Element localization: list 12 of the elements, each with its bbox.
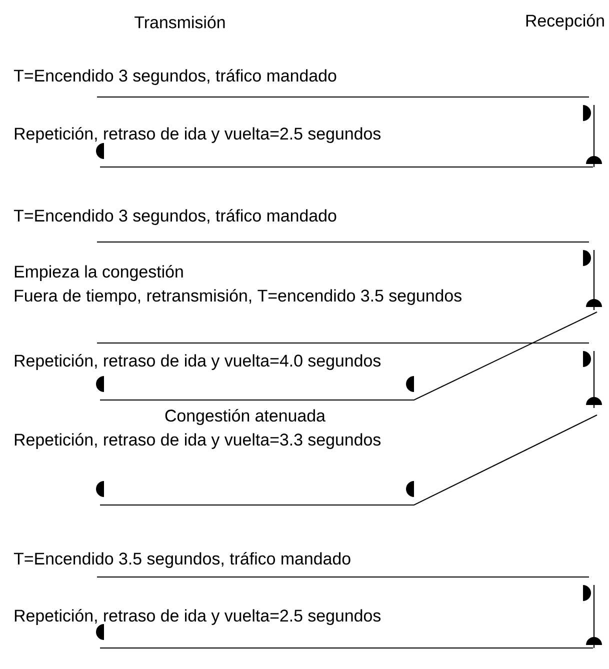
- message-label: Repetición, retraso de ida y vuelta=2.5 segundos: [14, 127, 381, 143]
- message-label: T=Encendido 3 segundos, tráfico mandado: [14, 69, 336, 85]
- message-label: T=Encendido 3.5 segundos, tráfico mandado: [14, 552, 350, 568]
- message-label: Recepción: [526, 14, 604, 30]
- message-label: Fuera de tiempo, retransmisión, T=encendido 3.5 segundos: [14, 289, 462, 305]
- message-label: T=Encendido 3 segundos, tráfico mandado: [14, 209, 336, 225]
- message-label: Congestión atenuada: [165, 409, 326, 425]
- message-label: Repetición, retraso de ida y vuelta=3.3 segundos: [14, 433, 381, 449]
- message-label: Repetición, retraso de ida y vuelta=2.5 segundos: [14, 609, 381, 625]
- message-label: Repetición, retraso de ida y vuelta=4.0 segundos: [14, 354, 381, 370]
- message-label: Transmisión: [134, 16, 225, 28]
- message-label: Empieza la congestión: [14, 265, 183, 281]
